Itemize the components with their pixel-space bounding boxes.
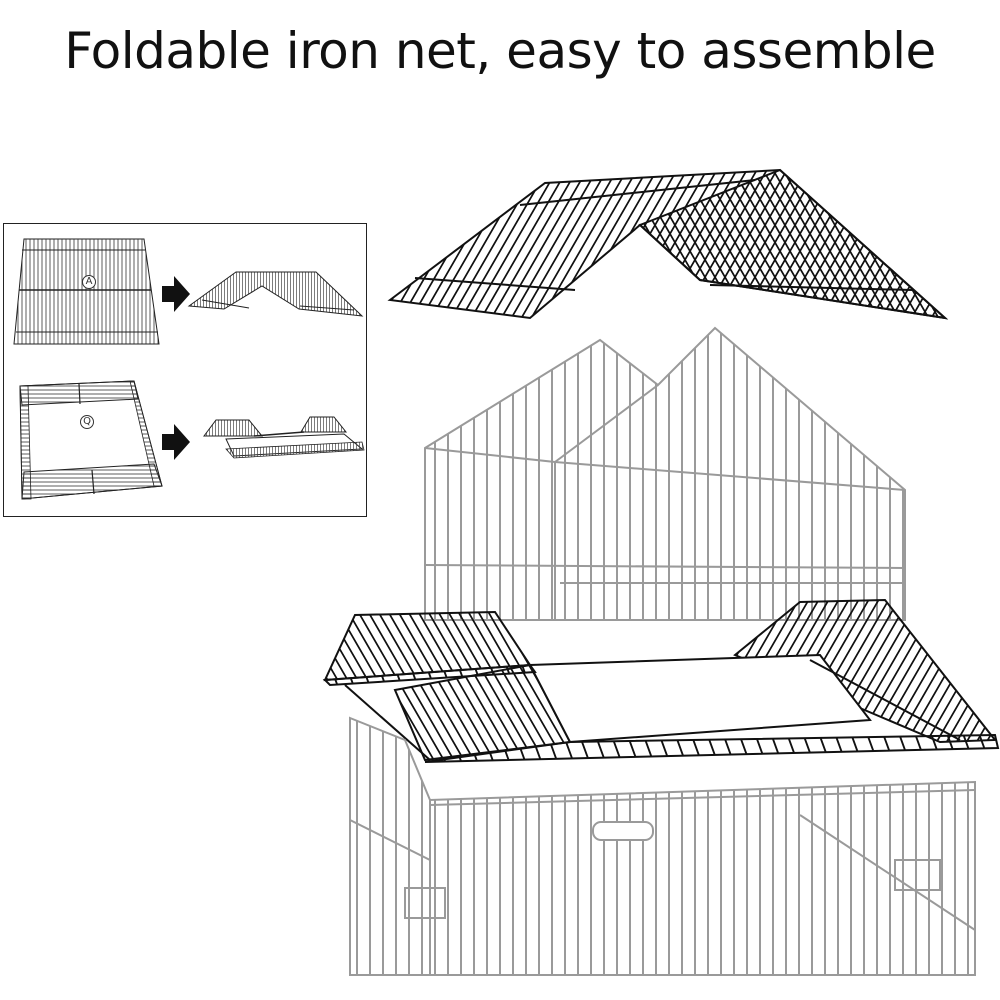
roof-panel: [387, 168, 949, 320]
folding-base-frame: [322, 598, 1000, 763]
assembly-steps-inset: A Q: [3, 223, 367, 517]
step-label-a: A: [82, 275, 96, 289]
folded-roof-panel: [187, 271, 364, 317]
step-label-q: Q: [80, 415, 94, 429]
page-title: Foldable iron net, easy to assemble: [64, 22, 936, 80]
lower-cage: [349, 716, 976, 976]
right-arrow-icon: [162, 424, 190, 460]
right-arrow-icon: [162, 276, 190, 312]
folded-base-frame: [203, 416, 365, 459]
upper-cage: [424, 326, 906, 621]
flat-base-frame: [19, 380, 163, 500]
inset-diagram: [13, 238, 365, 500]
flat-roof-panel: [13, 238, 160, 345]
